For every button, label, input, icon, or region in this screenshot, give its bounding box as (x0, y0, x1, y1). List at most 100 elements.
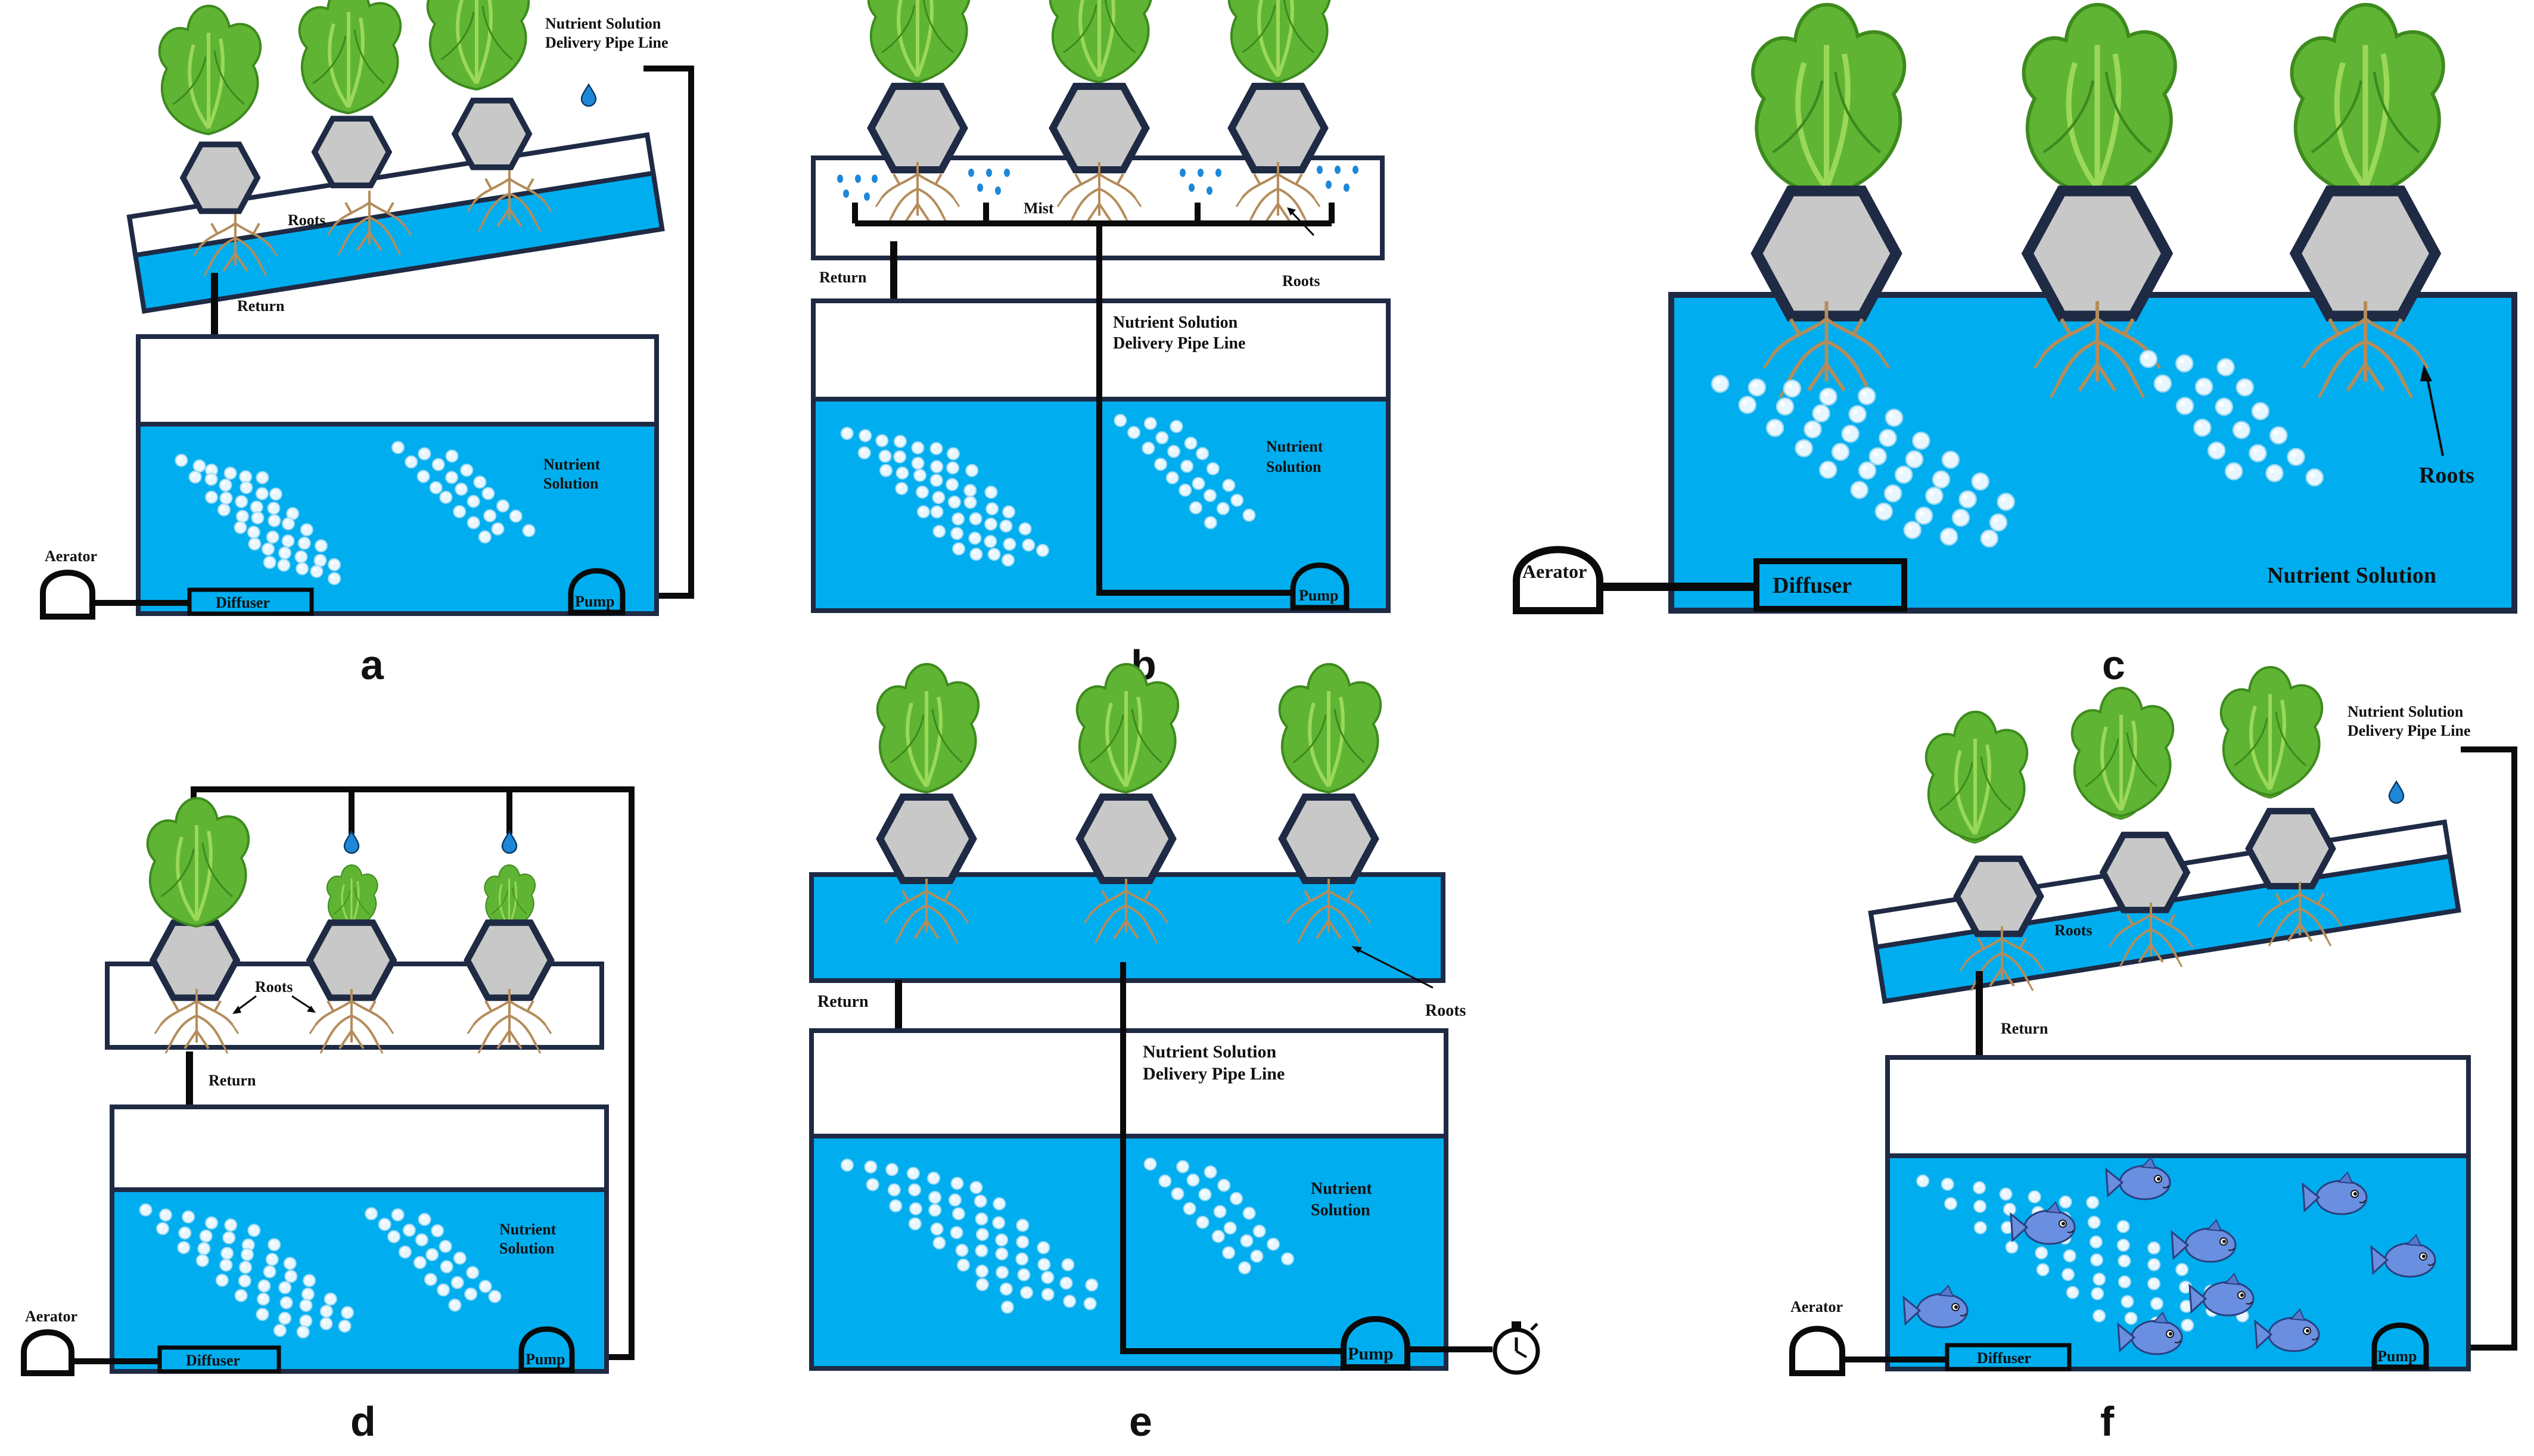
roots-label: Roots (2419, 463, 2474, 488)
bubble (1179, 483, 1192, 497)
bubble (875, 434, 889, 447)
drip-icon (580, 83, 597, 107)
bubble (2150, 1297, 2163, 1311)
bubble (2215, 397, 2234, 416)
bubble (1989, 513, 2008, 532)
bubble (219, 1258, 233, 1272)
roots-arrow (1355, 947, 1434, 989)
panel-c: Roots Nutrient Solution Aerator Diffuser… (1513, 5, 2517, 688)
bubble (1973, 1221, 1987, 1234)
bubble (1868, 447, 1887, 466)
bubble (1020, 1286, 1033, 1299)
bubble (195, 1253, 209, 1267)
bubble (1216, 502, 1230, 515)
bubble (908, 1183, 921, 1197)
nutrient-label: Solution (499, 1240, 555, 1257)
bubble (219, 491, 233, 505)
bubble (879, 463, 893, 477)
nutrient-label: Nutrient Solution (2267, 563, 2436, 588)
bubble (324, 1292, 337, 1306)
bubble (2093, 1309, 2106, 1323)
bubble (278, 1311, 292, 1325)
bubble (234, 521, 247, 534)
bubble (296, 1325, 310, 1339)
bubble (398, 1245, 412, 1259)
bubble (1242, 508, 1256, 522)
roots-label: Roots (2054, 922, 2093, 939)
bubble (1973, 1181, 1986, 1194)
bubble (1211, 1230, 1225, 1243)
panel-d: Roots Return Nutrient Solution Aerator D… (21, 786, 635, 1445)
bubble (1143, 416, 1157, 430)
bubble (1114, 413, 1127, 427)
bubble (984, 486, 998, 499)
bubble (1894, 465, 1913, 484)
pump-icon (518, 1326, 575, 1373)
bubble (2269, 426, 2288, 445)
bubble (319, 1317, 333, 1330)
reservoir-top (136, 334, 659, 428)
bubble (204, 472, 218, 486)
bubble (885, 1163, 899, 1177)
bubble (2124, 1311, 2138, 1325)
roots-label: Roots (1425, 1001, 1466, 1020)
bubble (1171, 1187, 1184, 1200)
bubble (2139, 350, 2158, 368)
bubble (139, 1203, 153, 1217)
bubble (1167, 444, 1180, 458)
bubble (199, 1229, 213, 1243)
bubble (263, 556, 276, 569)
bubble (1203, 489, 1217, 502)
diffuser-label: Diffuser (1773, 573, 1852, 598)
bubble (234, 1289, 248, 1302)
bubble (1142, 441, 1155, 455)
bubble (1041, 1271, 1055, 1284)
bubble (1874, 502, 1893, 521)
bubble (2089, 1235, 2103, 1249)
bubble (448, 1298, 462, 1312)
bubble (1213, 1205, 1227, 1218)
bubble (413, 1256, 427, 1270)
bubble (2087, 1215, 2101, 1229)
bubble (205, 1216, 218, 1230)
bubble (299, 1314, 313, 1328)
bubble (2063, 1249, 2076, 1262)
bubble (1267, 1237, 1280, 1251)
bubble (929, 474, 943, 487)
bubble (2062, 1268, 2075, 1281)
pump-icon (1290, 562, 1350, 611)
bubble (391, 1208, 405, 1222)
bubble (319, 1305, 333, 1318)
bubble (522, 524, 536, 537)
bubble (278, 1281, 292, 1295)
pump-label: Pump (1299, 587, 1338, 604)
bubble (2147, 1241, 2161, 1255)
bubble (1183, 1202, 1196, 1215)
bubble (439, 490, 453, 504)
return-label: Return (209, 1072, 256, 1089)
bubble (999, 1282, 1013, 1296)
bubble (1748, 378, 1767, 397)
bubble (391, 441, 405, 455)
diffuser (187, 587, 314, 616)
bubble (450, 1275, 464, 1289)
bubble (1003, 537, 1016, 551)
diffuser (1945, 1343, 2072, 1371)
bubble (1250, 1249, 1264, 1263)
bubble (437, 1283, 450, 1297)
bubble (975, 1228, 989, 1242)
aerator-icon (21, 1329, 74, 1376)
bubble (1198, 1188, 1212, 1202)
bubble (948, 1193, 962, 1207)
bubble (238, 1274, 251, 1287)
bubble (2193, 418, 2212, 437)
bubble (365, 1207, 378, 1221)
bubble (159, 1208, 172, 1222)
bubble (220, 1246, 234, 1260)
bubble (440, 1260, 453, 1274)
bubble (235, 509, 249, 523)
timer-icon (1493, 1321, 1540, 1375)
bubble (932, 525, 946, 538)
bubble (1230, 493, 1244, 507)
bubble (2175, 1263, 2189, 1276)
